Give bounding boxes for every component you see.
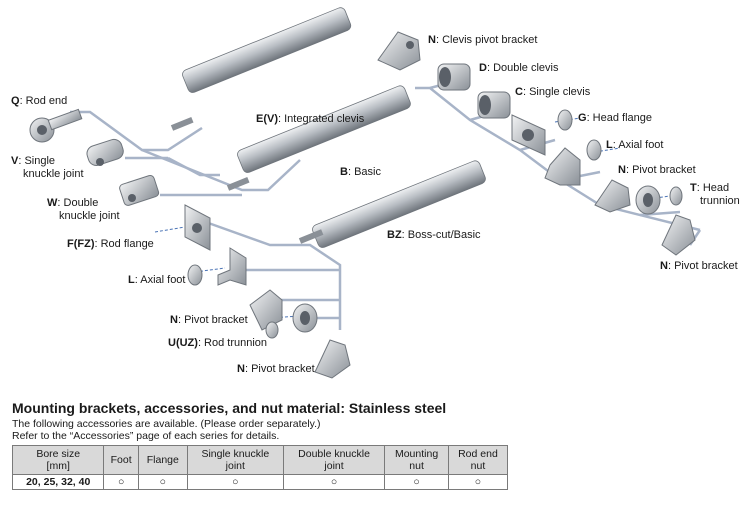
pivot-bracket-right-1 <box>594 179 631 213</box>
cell-single-knuckle: ○ <box>186 474 284 490</box>
single-knuckle-part <box>86 138 124 166</box>
label-rod-trunnion: U(UZ): Rod trunnion <box>168 337 268 349</box>
header-foot: Foot <box>103 445 139 475</box>
label-cylinder-boss-cut: BZ: Boss-cut/Basic <box>387 229 481 241</box>
cylinder-boss-cut <box>298 160 486 248</box>
label-pivot-bracket-left-1: N: Pivot bracket <box>170 314 248 326</box>
label-axial-foot-right: L: Axial foot <box>606 139 664 151</box>
cell-flange: ○ <box>137 474 188 490</box>
rod-flange-part <box>184 204 211 251</box>
label-head-flange: G: Head flange <box>578 112 652 124</box>
note-accessories: Refer to the “Accessories” page of each … <box>12 430 280 442</box>
label-pivot-bracket-left-2: N: Pivot bracket <box>237 363 315 375</box>
axial-foot-left-part <box>187 247 247 286</box>
rod-trunnion-part <box>265 303 318 339</box>
clevis-pivot-part <box>377 31 421 71</box>
axial-foot-right-part <box>544 139 602 186</box>
table-header-row: Bore size[mm] Foot Flange Single knuckle… <box>11 445 509 475</box>
cell-foot: ○ <box>103 474 139 490</box>
label-pivot-bracket-right-2: N: Pivot bracket <box>660 260 738 272</box>
table-row: 20, 25, 32, 40 ○ ○ ○ ○ ○ ○ <box>11 474 509 490</box>
cylinder-ev <box>170 7 352 131</box>
accessory-table: Bore size[mm] Foot Flange Single knuckle… <box>11 445 509 490</box>
pivot-bracket-right-2 <box>661 214 696 256</box>
note-order: The following accessories are available.… <box>12 418 321 430</box>
double-knuckle-part <box>119 174 160 206</box>
accessory-diagram <box>29 7 702 379</box>
label-axial-foot-left: L: Axial foot <box>128 274 186 286</box>
cell-double-knuckle: ○ <box>282 474 386 490</box>
header-flange: Flange <box>137 445 188 475</box>
cell-mounting-nut: ○ <box>384 474 449 490</box>
pivot-bracket-left-2 <box>314 339 351 379</box>
cell-rod-end-nut: ○ <box>447 474 509 490</box>
head-flange-part <box>511 109 573 156</box>
label-double-clevis: D: Double clevis <box>479 62 559 74</box>
rod-end-part <box>29 108 83 143</box>
label-rod-end: Q: Rod end <box>11 95 68 107</box>
label-clevis-pivot-bracket: N: Clevis pivot bracket <box>428 34 538 46</box>
header-bore-size: Bore size[mm] <box>11 445 105 475</box>
cell-bore: 20, 25, 32, 40 <box>11 474 105 490</box>
label-single-clevis: C: Single clevis <box>515 86 591 98</box>
single-clevis-part <box>477 91 511 119</box>
double-clevis-part <box>437 63 471 91</box>
label-rod-flange: F(FZ): Rod flange <box>67 238 154 250</box>
cylinder-basic <box>226 85 411 191</box>
label-pivot-bracket-right-1: N: Pivot bracket <box>618 164 696 176</box>
section-heading: Mounting brackets, accessories, and nut … <box>12 400 447 416</box>
label-cylinder-ev: E(V): Integrated clevis <box>256 113 365 125</box>
label-cylinder-basic: B: Basic <box>340 166 381 178</box>
head-trunnion-part <box>635 185 683 215</box>
pivot-bracket-left-1 <box>249 289 283 331</box>
